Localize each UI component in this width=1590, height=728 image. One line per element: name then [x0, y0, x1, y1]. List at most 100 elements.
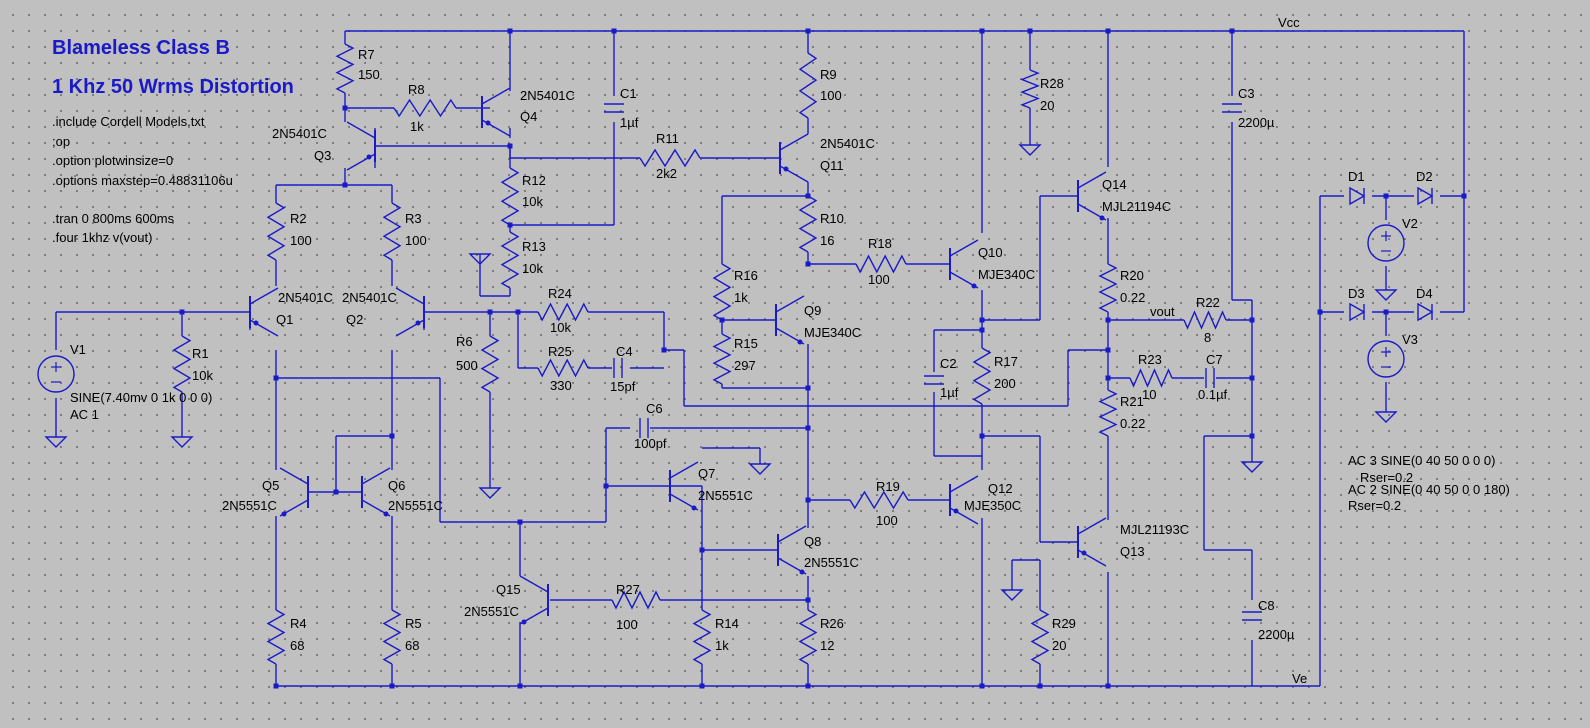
transistor-lead — [361, 467, 391, 485]
capacitor-ref: C7 — [1206, 352, 1223, 367]
resistor-value: 16 — [820, 233, 834, 248]
junction-dot — [805, 425, 811, 431]
resistor-symbol — [798, 609, 818, 665]
resistor-symbol — [382, 609, 402, 665]
resistor-value: 1k — [715, 638, 729, 653]
resistor-ref: R7 — [358, 47, 375, 62]
transistor-model: 2N5401C — [342, 290, 397, 305]
transistor-lead — [775, 295, 805, 313]
diode-symbol — [1417, 302, 1434, 322]
capacitor-value: 2200µ — [1238, 115, 1275, 130]
source-definition[interactable]: AC 2 SINE(0 40 50 0 0 180) — [1348, 482, 1510, 497]
junction-dot — [1249, 433, 1255, 439]
transistor-lead — [777, 525, 807, 543]
junction-dot — [1229, 28, 1235, 34]
resistor-ref: R14 — [715, 616, 739, 631]
spice-directive[interactable]: .four 1khz v(vout) — [52, 230, 152, 245]
ground-symbol — [478, 487, 502, 499]
resistor-value: 100 — [405, 233, 427, 248]
ground-symbol — [1000, 589, 1024, 601]
voltage-source — [1367, 224, 1405, 262]
resistor-value: 0.22 — [1120, 416, 1145, 431]
source-definition[interactable]: AC 3 SINE(0 40 50 0 0 0) — [1348, 453, 1495, 468]
ground-symbol — [44, 436, 68, 448]
components — [37, 28, 1467, 689]
source-ac: AC 1 — [70, 407, 99, 422]
junction-dot — [1105, 375, 1111, 381]
junction-dot — [699, 683, 705, 689]
resistor-value: 0.22 — [1120, 290, 1145, 305]
source-definition[interactable]: Rser=0.2 — [1360, 470, 1413, 485]
spice-directive[interactable]: ;op — [52, 134, 70, 149]
junction-dot — [805, 385, 811, 391]
junction-dot — [1105, 317, 1111, 323]
junction-dot — [805, 261, 811, 267]
resistor-ref: R5 — [405, 616, 422, 631]
transistor-model: MJL21194C — [1102, 199, 1171, 214]
resistor-value: 100 — [290, 233, 312, 248]
transistor-model: MJE340C — [804, 325, 861, 340]
resistor-ref: R15 — [734, 336, 758, 351]
transistor-arrow — [366, 154, 372, 160]
resistor-value: 100 — [616, 617, 638, 632]
capacitor-ref: C4 — [616, 344, 633, 359]
resistor-value: 20 — [1040, 98, 1054, 113]
transistor-ref: Q10 — [978, 245, 1003, 260]
resistor-ref: R6 — [456, 334, 473, 349]
transistor-arrow — [485, 120, 491, 126]
capacitor-value: 100pf — [634, 436, 667, 451]
resistor-ref: R20 — [1120, 268, 1144, 283]
resistor-value: 10k — [522, 261, 543, 276]
junction-dot — [1249, 317, 1255, 323]
transistor-ref: Q15 — [496, 582, 521, 597]
transistor-ref: Q13 — [1120, 544, 1145, 559]
junction-dot — [389, 433, 395, 439]
resistor-symbol — [1030, 609, 1050, 665]
resistor-symbol — [480, 335, 500, 393]
junction-dot — [1105, 28, 1111, 34]
resistor-ref: R28 — [1040, 76, 1064, 91]
transistor-ref: Q2 — [346, 312, 363, 327]
ground-symbol — [1374, 289, 1398, 301]
transistor-arrow — [383, 511, 389, 517]
resistor-ref: R17 — [994, 354, 1018, 369]
transistor-ref: Q5 — [262, 478, 279, 493]
resistor-value: 100 — [876, 513, 898, 528]
resistor-value: 1k — [734, 290, 748, 305]
resistor-ref: R12 — [522, 173, 546, 188]
junction-dot — [1027, 28, 1033, 34]
transistor-lead — [949, 475, 979, 493]
transistor-arrow — [691, 505, 697, 511]
capacitor-value: 1µf — [620, 115, 639, 130]
voltage-source — [37, 355, 75, 393]
resistor-symbol — [537, 358, 589, 378]
source-definition[interactable]: Rser=0.2 — [1348, 498, 1401, 513]
resistor-value: 20 — [1052, 638, 1066, 653]
transistor-model: 2N5551C — [464, 604, 519, 619]
transistor-lead — [519, 575, 549, 593]
resistor-ref: R4 — [290, 616, 307, 631]
spice-directive[interactable]: .options maxstep=0.48831106u — [52, 173, 233, 188]
junction-dot — [805, 28, 811, 34]
resistor-value: 68 — [290, 638, 304, 653]
resistor-ref: R13 — [522, 239, 546, 254]
spice-directive[interactable]: .include Cordell Models.txt — [52, 114, 205, 129]
transistor-lead — [395, 287, 425, 305]
junction-dot — [507, 222, 513, 228]
diode-ref: D1 — [1348, 169, 1365, 184]
junction-dot — [979, 317, 985, 323]
net-label-vcc: Vcc — [1278, 15, 1300, 30]
transistor-lead — [346, 121, 376, 139]
junction-dot — [805, 193, 811, 199]
spice-directive[interactable]: .option plotwinsize=0 — [52, 153, 173, 168]
transistor-ref: Q6 — [388, 478, 405, 493]
junction-dot — [661, 347, 667, 353]
transistor-arrow — [1081, 550, 1087, 556]
spice-directive[interactable]: .tran 0 800ms 600ms — [52, 211, 175, 226]
source-ref: V3 — [1402, 332, 1418, 347]
resistor-ref: R25 — [548, 344, 572, 359]
transistor-arrow — [799, 569, 805, 575]
resistor-ref: R21 — [1120, 394, 1144, 409]
resistor-symbol — [798, 52, 818, 119]
resistor-value: 100 — [868, 272, 890, 287]
